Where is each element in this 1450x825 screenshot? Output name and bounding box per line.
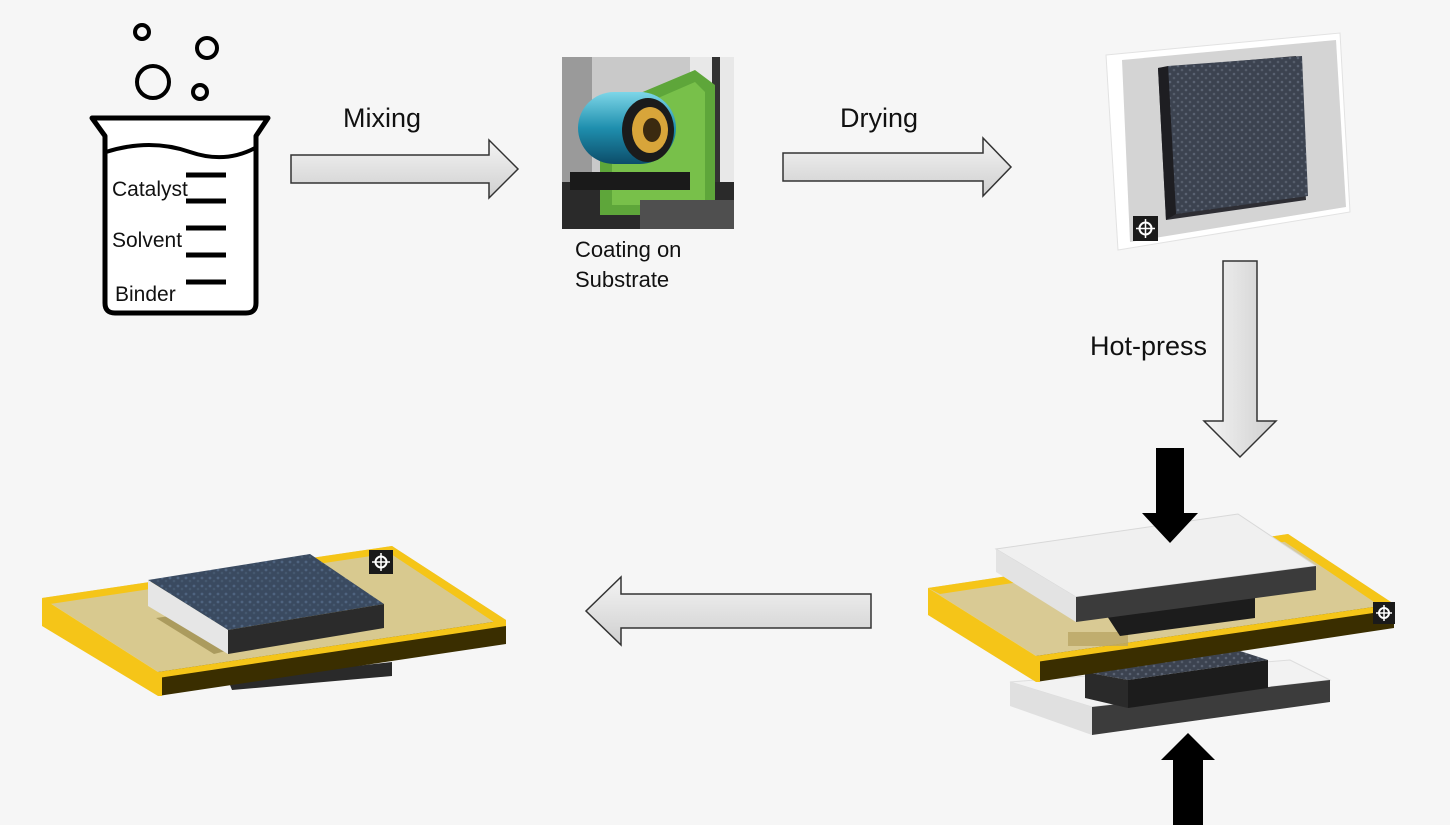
bubble-icon xyxy=(191,83,209,101)
result-arrow xyxy=(584,575,872,647)
bubble-icon xyxy=(133,23,151,41)
coating-caption-line2: Substrate xyxy=(575,267,669,292)
coating-machine-image xyxy=(562,57,734,229)
coating-caption-line1: Coating on xyxy=(575,237,681,262)
downward-force-arrow xyxy=(1142,448,1198,543)
hot-press-assembly xyxy=(928,448,1395,825)
step-label-drying: Drying xyxy=(840,103,918,133)
beaker-label-catalyst: Catalyst xyxy=(112,178,188,201)
step-label-hot-press: Hot-press xyxy=(1090,331,1207,361)
beaker-outline xyxy=(89,115,271,316)
drying-arrow xyxy=(782,136,1013,198)
hot-press-arrow xyxy=(1202,260,1278,459)
step-label-mixing: Mixing xyxy=(343,103,421,133)
beaker-icon: Catalyst Solvent Binder xyxy=(89,23,271,316)
bubble-icon xyxy=(135,64,171,100)
bubble-icon xyxy=(195,36,219,60)
liquid-surface xyxy=(105,143,256,160)
beaker-graduations xyxy=(186,172,226,285)
beaker-label-binder: Binder xyxy=(115,283,176,306)
dried-electrode-image xyxy=(1105,32,1351,251)
beaker-label-solvent: Solvent xyxy=(112,229,182,252)
mixing-arrow xyxy=(290,138,520,200)
upward-force-arrow xyxy=(1161,733,1215,825)
final-assembly xyxy=(42,546,506,696)
